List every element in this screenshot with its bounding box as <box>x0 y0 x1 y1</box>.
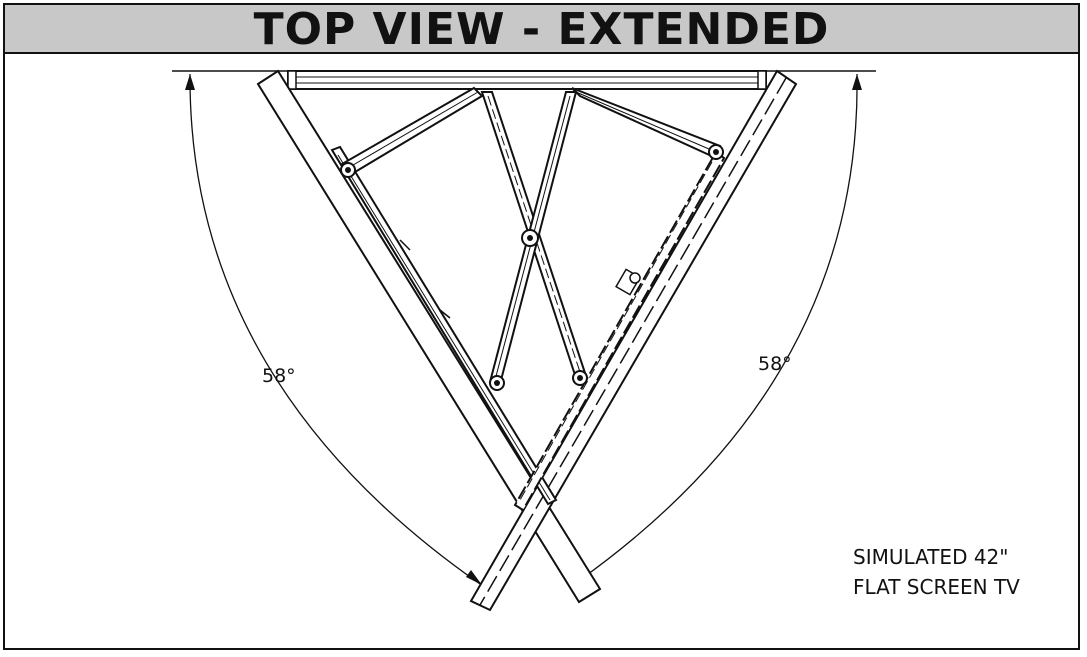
tv-note-line2: FLAT SCREEN TV <box>853 575 1020 599</box>
title-bar: TOP VIEW - EXTENDED <box>5 4 1078 55</box>
left-angle-label: 58° <box>262 365 296 387</box>
tv-note: SIMULATED 42" FLAT SCREEN TV <box>853 542 1020 602</box>
left-tv-bracket <box>330 145 558 506</box>
arm-upper-left <box>340 86 484 177</box>
pivot-joints <box>340 144 724 391</box>
arm-upper-right <box>571 87 722 160</box>
right-angle-label: 58° <box>758 353 792 375</box>
tv-note-line1: SIMULATED 42" <box>853 545 1009 569</box>
left-angle-arc <box>185 73 482 585</box>
wall-mount-rail <box>287 70 767 90</box>
page-title: TOP VIEW - EXTENDED <box>253 4 830 55</box>
tv-right-dashed <box>469 69 798 612</box>
tv-left-solid <box>256 69 602 604</box>
